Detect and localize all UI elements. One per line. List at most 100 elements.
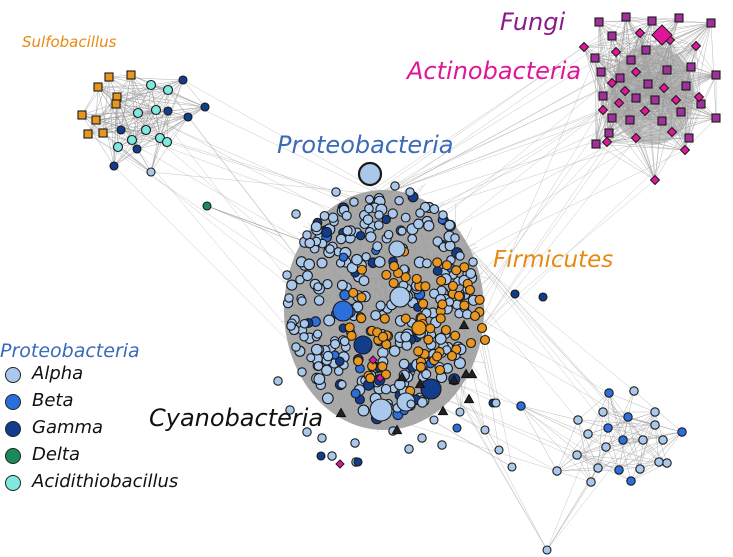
firmicutes-node <box>356 264 367 275</box>
fungi-node <box>590 53 600 63</box>
fungi-node <box>621 12 631 22</box>
edge <box>630 424 656 482</box>
firmicutes-node <box>440 324 452 336</box>
proteobacteria-node <box>336 279 348 291</box>
cyanobacteria-node <box>414 378 426 389</box>
firmicutes-node <box>378 331 389 342</box>
edge <box>546 411 604 551</box>
sulfobacillus-node <box>77 110 87 120</box>
alpha-node <box>437 440 447 450</box>
alpha-node <box>542 545 552 555</box>
gamma-hub-node <box>353 335 373 355</box>
firmicutes-node <box>377 361 388 372</box>
proteobacteria-node <box>362 214 374 225</box>
edge <box>597 439 664 469</box>
edge <box>594 57 597 145</box>
proteobacteria-node <box>286 279 298 291</box>
alpha-swatch <box>5 367 21 383</box>
edge <box>630 461 660 482</box>
edge <box>95 84 152 121</box>
actinobacteria-node <box>630 66 642 78</box>
edge <box>182 79 387 196</box>
edge <box>684 22 712 151</box>
edge <box>150 79 184 173</box>
edge <box>577 419 592 483</box>
fungi-node <box>625 115 635 125</box>
edge <box>116 84 152 98</box>
edge <box>95 116 189 121</box>
edge <box>145 116 189 131</box>
alpha-node <box>455 407 465 417</box>
firmicutes-node <box>451 265 462 276</box>
edge <box>145 129 305 265</box>
proteobacteria-node <box>654 457 664 467</box>
firmicutes-node <box>356 313 367 324</box>
proteobacteria-node <box>465 268 477 279</box>
alpha-node <box>450 233 460 243</box>
edge <box>81 76 110 116</box>
firmicutes-node <box>459 300 470 311</box>
network-nodes <box>77 12 721 555</box>
edge <box>438 395 620 471</box>
proteobacteria-node <box>516 401 526 411</box>
edge <box>608 392 656 413</box>
actinobacteria-node <box>666 126 678 138</box>
firmicutes-node <box>464 284 476 296</box>
acidithiobacillus-node <box>140 124 152 136</box>
actinobacteria-node <box>693 91 705 103</box>
actinobacteria-node <box>619 85 631 97</box>
edge <box>576 439 624 456</box>
legend: Proteobacteria Alpha Beta Gamma Delta Ac… <box>0 340 178 497</box>
proteobacteria-node <box>383 229 394 240</box>
cyanobacteria-node <box>448 374 460 385</box>
edge <box>608 392 624 441</box>
alpha-hub-node <box>369 398 393 422</box>
proteobacteria-node <box>339 336 350 347</box>
proteobacteria-node <box>299 332 309 342</box>
edge <box>597 390 635 469</box>
proteobacteria-node <box>337 379 347 390</box>
edge <box>583 22 712 48</box>
alpha-node <box>468 257 478 267</box>
sulfobacillus-node <box>93 82 103 92</box>
actinobacteria-node <box>634 27 646 39</box>
actinobacteria-node <box>639 105 651 117</box>
firmicutes-node <box>353 356 364 367</box>
edge <box>654 424 660 463</box>
proteobacteria-node <box>593 463 603 473</box>
edge <box>577 392 610 421</box>
proteobacteria-node <box>583 429 593 439</box>
edge <box>97 86 157 111</box>
fungi-node <box>686 62 696 72</box>
alpha-node <box>297 296 307 306</box>
proteobacteria-label: Proteobacteria <box>277 131 454 159</box>
edge <box>520 405 607 448</box>
actinobacteria-node <box>606 77 618 89</box>
fungi-node <box>594 17 604 27</box>
proteobacteria-node <box>552 466 562 476</box>
gamma-node <box>353 457 363 467</box>
gamma-node <box>132 144 142 154</box>
proteobacteria-node <box>394 195 404 206</box>
edge <box>473 57 596 341</box>
firmicutes-node <box>450 330 461 341</box>
sulfobacillus-node <box>83 129 93 139</box>
firmicutes-node <box>434 364 446 376</box>
edge <box>625 16 712 24</box>
edge <box>120 129 341 213</box>
proteobacteria-node <box>604 388 614 398</box>
sulfobacillus-label: Sulfobacillus <box>22 33 117 51</box>
edge <box>115 79 184 105</box>
proteobacteria-node <box>421 369 432 380</box>
proteobacteria-node <box>321 226 333 238</box>
proteobacteria-node <box>370 309 381 321</box>
proteobacteria-node <box>413 218 424 230</box>
proteobacteria-node <box>335 233 347 245</box>
fungi-node <box>647 16 657 26</box>
proteobacteria-node <box>355 230 366 241</box>
proteobacteria-node <box>618 435 628 445</box>
gamma-node <box>200 102 210 112</box>
proteobacteria-node <box>417 397 428 408</box>
edge <box>556 439 644 472</box>
alpha-node <box>297 367 307 377</box>
